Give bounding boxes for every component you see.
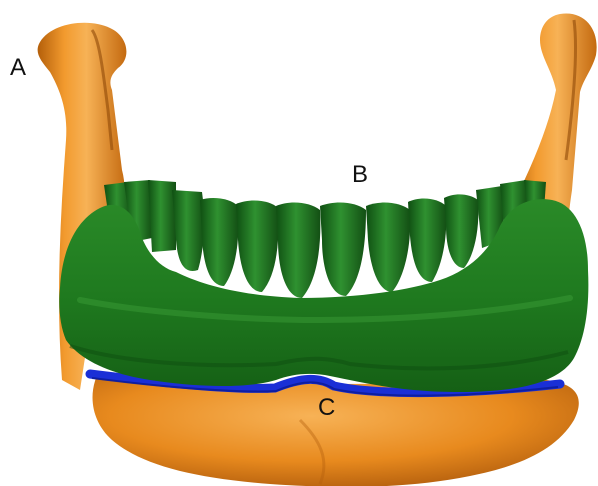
label-c: C — [318, 396, 335, 420]
label-a: A — [10, 56, 26, 80]
label-b: B — [352, 163, 368, 187]
mandible-body — [93, 378, 579, 486]
